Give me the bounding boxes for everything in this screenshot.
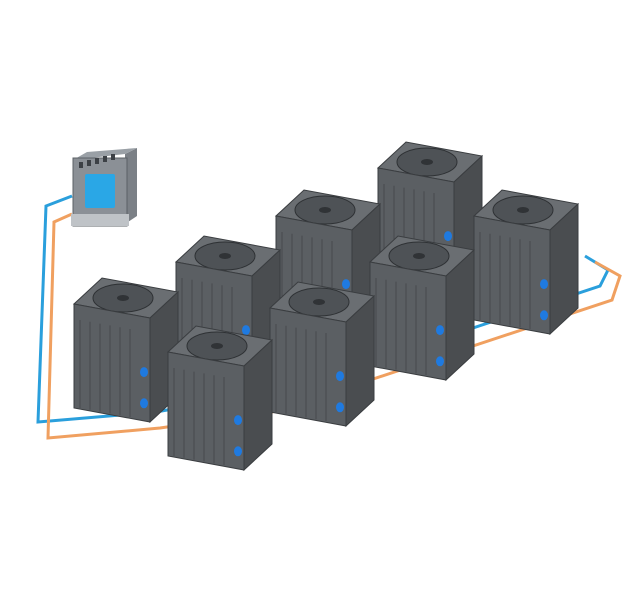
water-inlet-icon — [234, 415, 242, 426]
fan-hub — [117, 295, 129, 301]
controller-buttons — [79, 154, 115, 168]
unit-side — [345, 294, 375, 428]
unit-front — [369, 261, 447, 381]
water-inlet-icon — [342, 279, 350, 290]
water-outlet-icon — [436, 356, 444, 367]
fan-hub — [319, 207, 331, 213]
unit-front — [73, 303, 151, 423]
heat-pump-unit-3 — [166, 325, 274, 472]
water-inlet-icon — [336, 371, 344, 382]
heat-pump-unit-1 — [72, 277, 180, 424]
controller-bracket — [71, 214, 129, 226]
heat-pump-unit-8 — [472, 189, 580, 336]
unit-front — [167, 351, 245, 471]
unit-front — [473, 215, 551, 335]
fan-hub — [219, 253, 231, 259]
water-inlet-icon — [540, 279, 548, 290]
unit-side — [549, 202, 579, 336]
heat-pump-unit-5 — [268, 281, 376, 428]
controller-top — [73, 148, 137, 160]
water-outlet-icon — [540, 310, 548, 321]
controller-side — [125, 148, 137, 224]
heat-pump-unit-7 — [368, 235, 476, 382]
heat-pump-units — [72, 141, 580, 472]
water-inlet-icon — [436, 325, 444, 336]
water-outlet-icon — [234, 446, 242, 457]
water-outlet-icon — [336, 402, 344, 413]
fan-hub — [421, 159, 433, 165]
unit-front — [269, 307, 347, 427]
controller-box — [71, 148, 137, 227]
water-inlet-icon — [140, 367, 148, 378]
controller-screen — [85, 174, 115, 208]
water-inlet-icon — [444, 231, 452, 242]
water-inlet-icon — [242, 325, 250, 336]
fan-hub — [517, 207, 529, 213]
unit-side — [445, 248, 475, 382]
fan-hub — [413, 253, 425, 259]
fan-hub — [211, 343, 223, 349]
fan-hub — [313, 299, 325, 305]
water-outlet-icon — [140, 398, 148, 409]
unit-side — [243, 338, 273, 472]
